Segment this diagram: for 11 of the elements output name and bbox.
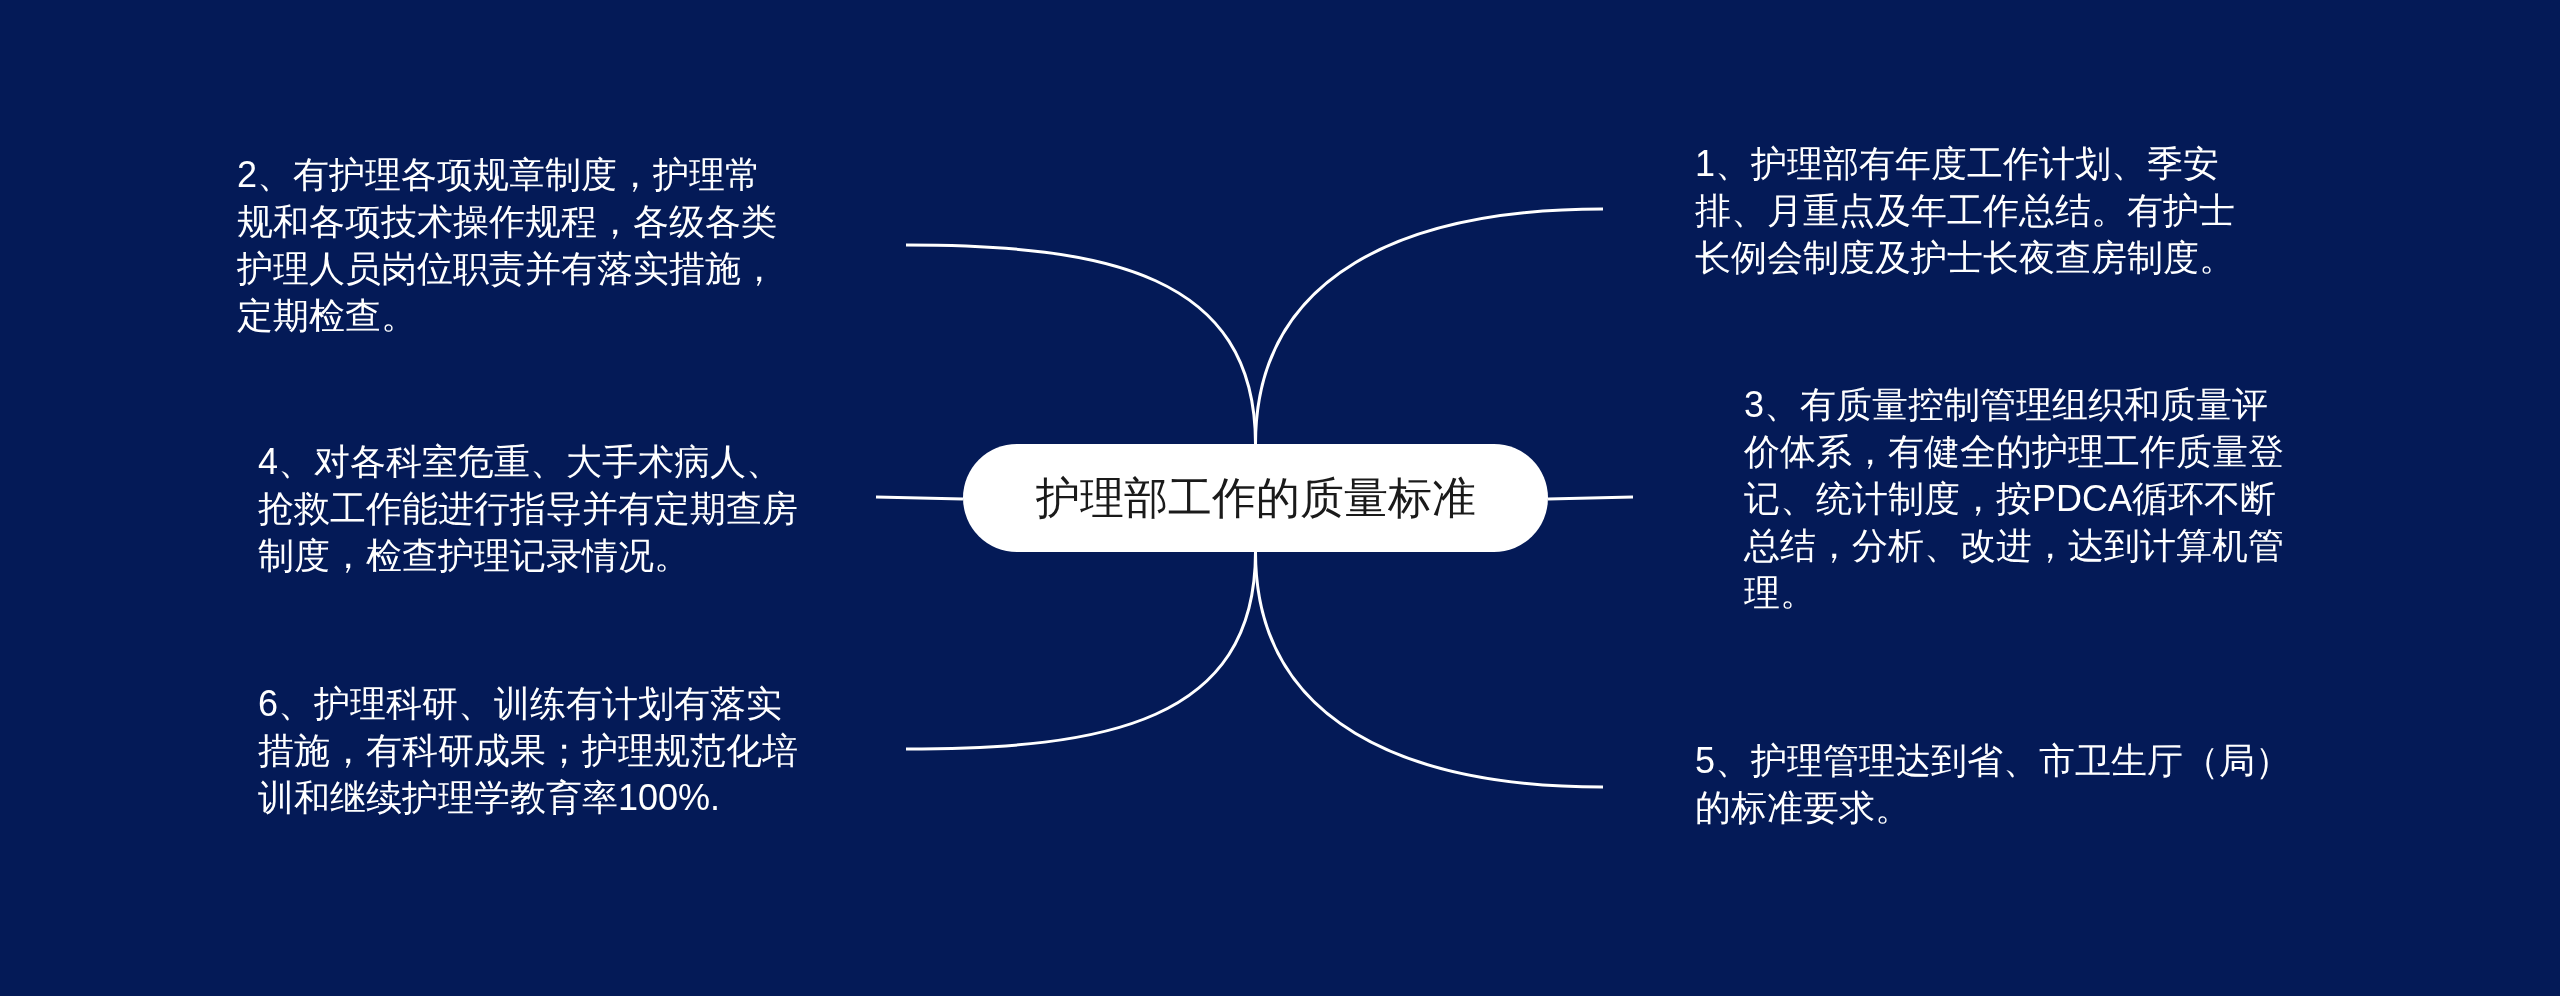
branch-text: 3、有质量控制管理组织和质量评价体系，有健全的护理工作质量登记、统计制度，按PDCA循环不断总结，分析、改进，达到计算机管理。	[1744, 382, 2285, 615]
branch-text: 5、护理管理达到省、市卫生厅（局）的标准要求。	[1695, 739, 2293, 830]
branch-text: 2、有护理各项规章制度，护理常规和各项技术操作规程，各级各类护理人员岗位职责并有落实措施，定期检查。	[237, 153, 778, 338]
topic-pill: 护理部工作的质量标准	[963, 444, 1548, 552]
branch-line	[1254, 551, 1604, 789]
branch-text: 4、对各科室危重、大手术病人、抢救工作能进行指导并有定期查房制度，检查护理记录情况。	[258, 439, 799, 578]
branch-text: 1、护理部有年度工作计划、季安排、月重点及年工作总结。有护士长例会制度及护士长夜查房制度。	[1695, 141, 2236, 280]
branch-line	[875, 495, 964, 501]
branch-line	[1254, 207, 1604, 445]
branch-text: 6、护理科研、训练有计划有落实措施，有科研成果；护理规范化培训和继续护理学教育率100%.	[258, 681, 799, 820]
branch-line	[1547, 495, 1634, 501]
